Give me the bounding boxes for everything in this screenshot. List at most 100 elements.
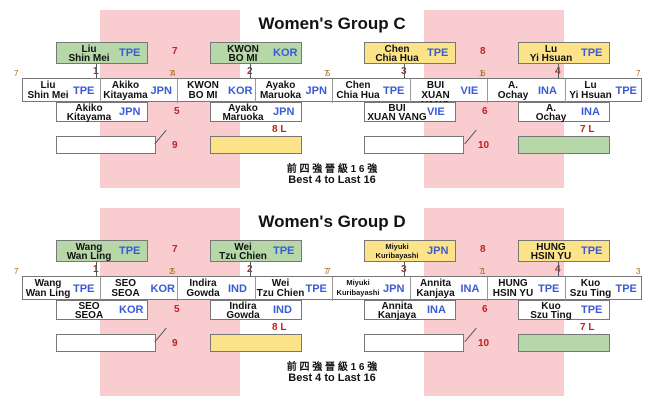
player-name-line1: Kuo (541, 301, 561, 312)
player-name-line1: Miyuki (346, 278, 370, 287)
player-name-line2: Yi Hsuan (529, 53, 573, 64)
player-name-line1: Akiko (111, 80, 140, 91)
player-name-line2: Tzu Chien (219, 251, 267, 262)
match-number: 9 (172, 140, 178, 151)
player-name-line2: Maruoka (222, 112, 264, 123)
bracket-connector (250, 64, 251, 78)
player-name-line1: Chen (345, 80, 371, 91)
bracket-connector (558, 262, 559, 276)
seed-number: 5 (326, 69, 331, 78)
country-code: TPE (615, 283, 637, 295)
country-code: TPE (581, 47, 603, 59)
country-code: TPE (73, 85, 95, 97)
match-number: 1 (93, 264, 99, 275)
country-code: IND (228, 283, 247, 295)
match-number: 2 (247, 264, 253, 275)
bracket-connector (96, 262, 97, 276)
qualifier-box-mid-left (210, 334, 302, 352)
seed-number: 7 (324, 267, 329, 276)
player-name-line2: Maruoka (259, 90, 302, 101)
seed-number: 2 (169, 267, 174, 276)
country-code: KOR (273, 47, 298, 59)
player-name-line1: BUI (388, 103, 406, 114)
country-code: TPE (119, 47, 141, 59)
player-name-line2: Kuribayashi (375, 251, 419, 260)
country-code: JPN (119, 106, 141, 118)
player-name-line2: Ochay (497, 90, 529, 101)
player-name-line1: Miyuki (385, 242, 409, 251)
player-name-line2: Gowda (226, 310, 260, 321)
country-code: TPE (273, 245, 295, 257)
country-code: JPN (427, 245, 449, 257)
player-name-line1: Liu (81, 44, 97, 55)
bracket-connector (96, 64, 97, 78)
player-name-line2: BO MI (228, 53, 258, 64)
seed-number: 3 (636, 267, 641, 276)
player-name-line2: Ochay (535, 112, 567, 123)
match-number: 7 L (580, 322, 595, 333)
player-name-line2: Wan Ling (66, 251, 112, 262)
country-code: TPE (73, 283, 95, 295)
player-name-line2: Chia Hua (336, 90, 380, 101)
seed-number: 1 (481, 267, 486, 276)
player-name-line1: Indira (229, 301, 257, 312)
match-number: 8 (480, 46, 486, 57)
country-code: TPE (119, 245, 141, 257)
player-name-line2: SEOA (74, 310, 104, 321)
match-number: 7 (172, 244, 178, 255)
caption-chinese: 前 四 強 晉 級 1 6 強 (286, 362, 378, 373)
player-name-line2: Kanjaya (416, 288, 455, 299)
player-name-line2: Kuribayashi (336, 288, 380, 297)
country-code: KOR (119, 304, 144, 316)
player-name-line2: Kitayama (66, 112, 112, 123)
player-name-line1: Akiko (75, 103, 103, 114)
player-name-line1: Ayako (228, 103, 258, 114)
player-name-line1: KWON (227, 44, 259, 55)
seed-number: 6 (481, 69, 486, 78)
country-code: TPE (581, 245, 603, 257)
match-number: 6 (482, 106, 488, 117)
country-code: TPE (427, 47, 449, 59)
player-name-line2: Szu Ting (530, 310, 572, 321)
country-code: TPE (581, 304, 603, 316)
match-number: 4 (555, 264, 561, 275)
player-name-line2: HSIN YU (530, 251, 572, 262)
player-name-line2: Yi Hsuan (569, 90, 612, 101)
match-number: 7 (172, 46, 178, 57)
match-number: 10 (478, 338, 490, 349)
seed-number: 1 (479, 69, 484, 78)
player-name-line2: SEOA (111, 288, 140, 299)
match-number: 3 (401, 264, 407, 275)
country-code: JPN (383, 283, 405, 295)
seed-number: 7 (169, 69, 174, 78)
player-name-line1: BUI (426, 80, 445, 91)
qualifier-box-left (56, 334, 156, 352)
player-name-line2: HSIN YU (492, 288, 534, 299)
qualifier-box-mid-right (364, 136, 464, 154)
match-number: 8 (480, 244, 486, 255)
country-code: TPE (383, 85, 405, 97)
country-code: TPE (615, 85, 637, 97)
player-name-line2: Gowda (186, 288, 220, 299)
country-code: INA (460, 283, 480, 295)
match-number: 2 (247, 66, 253, 77)
caption-english: Best 4 to Last 16 (288, 372, 376, 384)
player-name-line1: Ayako (265, 80, 296, 91)
group-title: Women's Group C (258, 14, 406, 33)
